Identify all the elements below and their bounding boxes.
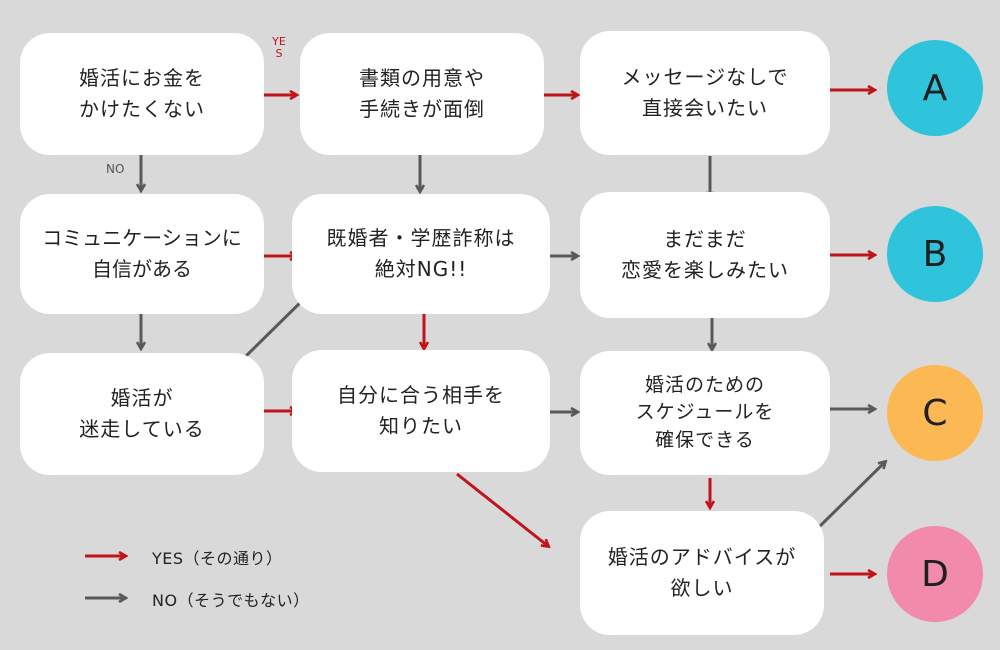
- result-circle-a: A: [887, 40, 983, 136]
- result-label-d: D: [921, 553, 949, 595]
- question-box-3: メッセージなしで 直接会いたい: [580, 31, 830, 155]
- result-label-a: A: [922, 67, 948, 109]
- question-box-5: 既婚者・学歴詐称は 絶対NG!!: [292, 194, 550, 314]
- question-text-10: 婚活のアドバイスが 欲しい: [607, 545, 797, 600]
- question-text-3: メッセージなしで 直接会いたい: [621, 65, 789, 120]
- question-text-2: 書類の用意や 手続きが面倒: [359, 66, 485, 121]
- legend-no-text: NO（そうでもない）: [152, 591, 310, 610]
- yes-edge-label: YES: [272, 35, 286, 60]
- question-text-6: まだまだ 恋愛を楽しみたい: [621, 227, 789, 282]
- question-box-6: まだまだ 恋愛を楽しみたい: [580, 192, 830, 318]
- question-text-5: 既婚者・学歴詐称は 絶対NG!!: [326, 226, 516, 281]
- arrow-q7-q5-no: [243, 298, 305, 359]
- result-circle-d: D: [887, 526, 983, 622]
- question-box-10: 婚活のアドバイスが 欲しい: [580, 511, 824, 635]
- question-text-8: 自分に合う相手を 知りたい: [337, 383, 505, 438]
- question-box-1: 婚活にお金を かけたくない: [20, 33, 264, 155]
- arrow-q8-q10-yes: [456, 472, 548, 546]
- question-text-1: 婚活にお金を かけたくない: [79, 66, 205, 121]
- question-box-9: 婚活のための スケジュールを 確保できる: [580, 351, 830, 475]
- legend-yes-text: YES（その通り）: [152, 549, 283, 568]
- question-box-4: コミュニケーションに 自信がある: [20, 194, 264, 314]
- question-text-9: 婚活のための スケジュールを 確保できる: [635, 373, 775, 451]
- result-label-b: B: [922, 233, 948, 275]
- result-label-c: C: [922, 392, 948, 434]
- question-text-7: 婚活が 迷走している: [79, 386, 205, 441]
- result-circle-b: B: [887, 206, 983, 302]
- question-text-4: コミュニケーションに 自信がある: [42, 226, 242, 281]
- result-circle-c: C: [887, 365, 983, 461]
- question-box-8: 自分に合う相手を 知りたい: [292, 350, 550, 472]
- question-box-2: 書類の用意や 手続きが面倒: [300, 33, 544, 155]
- no-edge-label: NO: [106, 162, 125, 176]
- arrow-q10-C-no: [816, 462, 885, 530]
- question-box-7: 婚活が 迷走している: [20, 353, 264, 475]
